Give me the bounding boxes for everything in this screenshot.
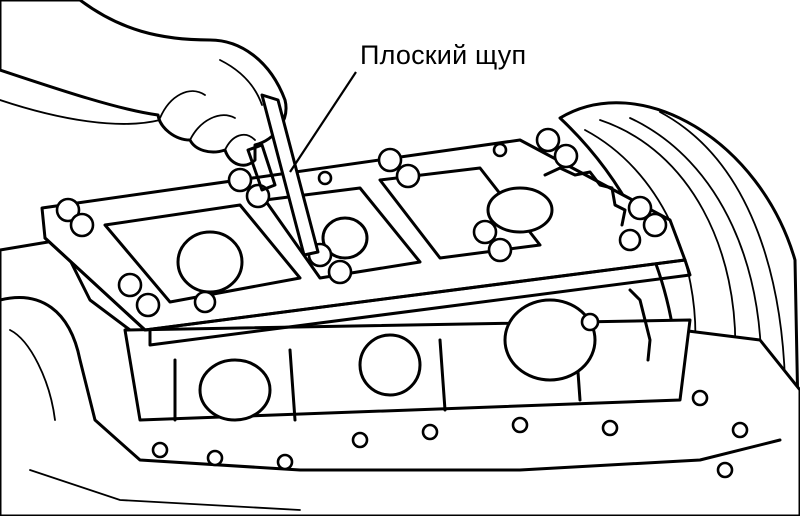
feeler-gauge-label: Плоский щуп [360,40,527,70]
timing-gear [543,166,652,362]
bearing-cap-plate [40,138,692,347]
crank-throws [123,298,692,422]
callout-leader-line [289,71,357,173]
hand [0,0,288,167]
feeler-gauge-blade [246,93,320,257]
